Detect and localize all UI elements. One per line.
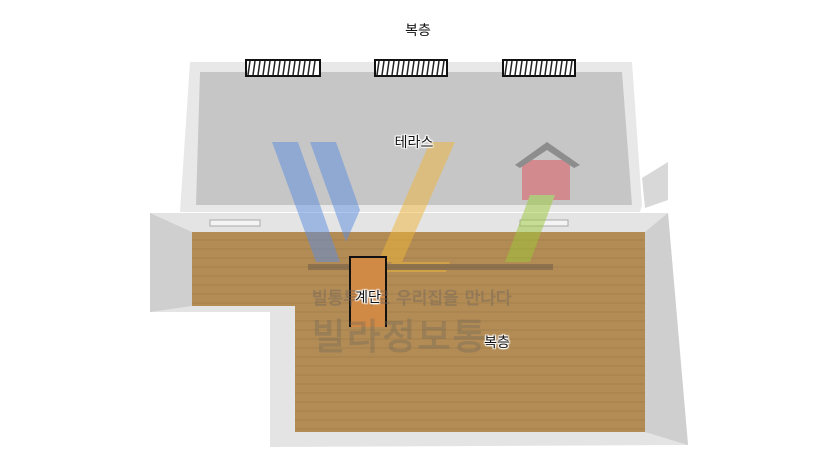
railing-bar [564,60,568,76]
railing-bar [569,60,573,76]
watermark-tagline: 빌통투어로 우리집을 만나다 [312,289,512,309]
railing-bar [396,60,400,76]
watermark-logo [272,142,580,272]
railing-bar [267,60,271,76]
railing-bar [292,60,296,76]
room-wall-shade [150,213,192,312]
railing-bar [277,60,281,76]
railing-bar [544,60,548,76]
railing-bar [421,60,425,76]
railing-bar [411,60,415,76]
railing-bar [534,60,538,76]
railing-bar [406,60,410,76]
railing-bar [282,60,286,76]
railing-bar [297,60,301,76]
railing-bar [312,60,316,76]
railing-bar [426,60,430,76]
railing-bar [519,60,523,76]
label-room: 복층 [484,335,510,351]
railing-bar [559,60,563,76]
railing-bar [287,60,291,76]
railing-bar [376,60,380,76]
railing-bar [504,60,508,76]
railing-bar [436,60,440,76]
railing-bar [554,60,558,76]
railing-bar [262,60,266,76]
railing-bar [441,60,445,76]
terrace-notch [642,162,668,208]
label-terrace: 테라스 [394,135,434,151]
railing-bar [431,60,435,76]
railing-bar [401,60,405,76]
railing-bar [307,60,311,76]
railing-bar [386,60,390,76]
railing-bar [381,60,385,76]
label-stairs: 계단 [355,290,381,306]
watermark-brand: 빌라정보통 [312,317,488,358]
railing-bar [509,60,513,76]
stairs [349,256,387,327]
railing-bar [252,60,256,76]
window [209,219,261,227]
railing-bar [391,60,395,76]
wood-floor [192,232,645,432]
railing-bar [514,60,518,76]
railing-bar [257,60,261,76]
room-wall-shade-right [645,213,688,445]
railing-bar [302,60,306,76]
railing-bar [529,60,533,76]
railing-bar [524,60,528,76]
railing-bar [539,60,543,76]
label-top-floor: 복층 [405,23,431,39]
railing-bar [272,60,276,76]
railing-bar [247,60,251,76]
railing-bar [549,60,553,76]
railing-bar [416,60,420,76]
